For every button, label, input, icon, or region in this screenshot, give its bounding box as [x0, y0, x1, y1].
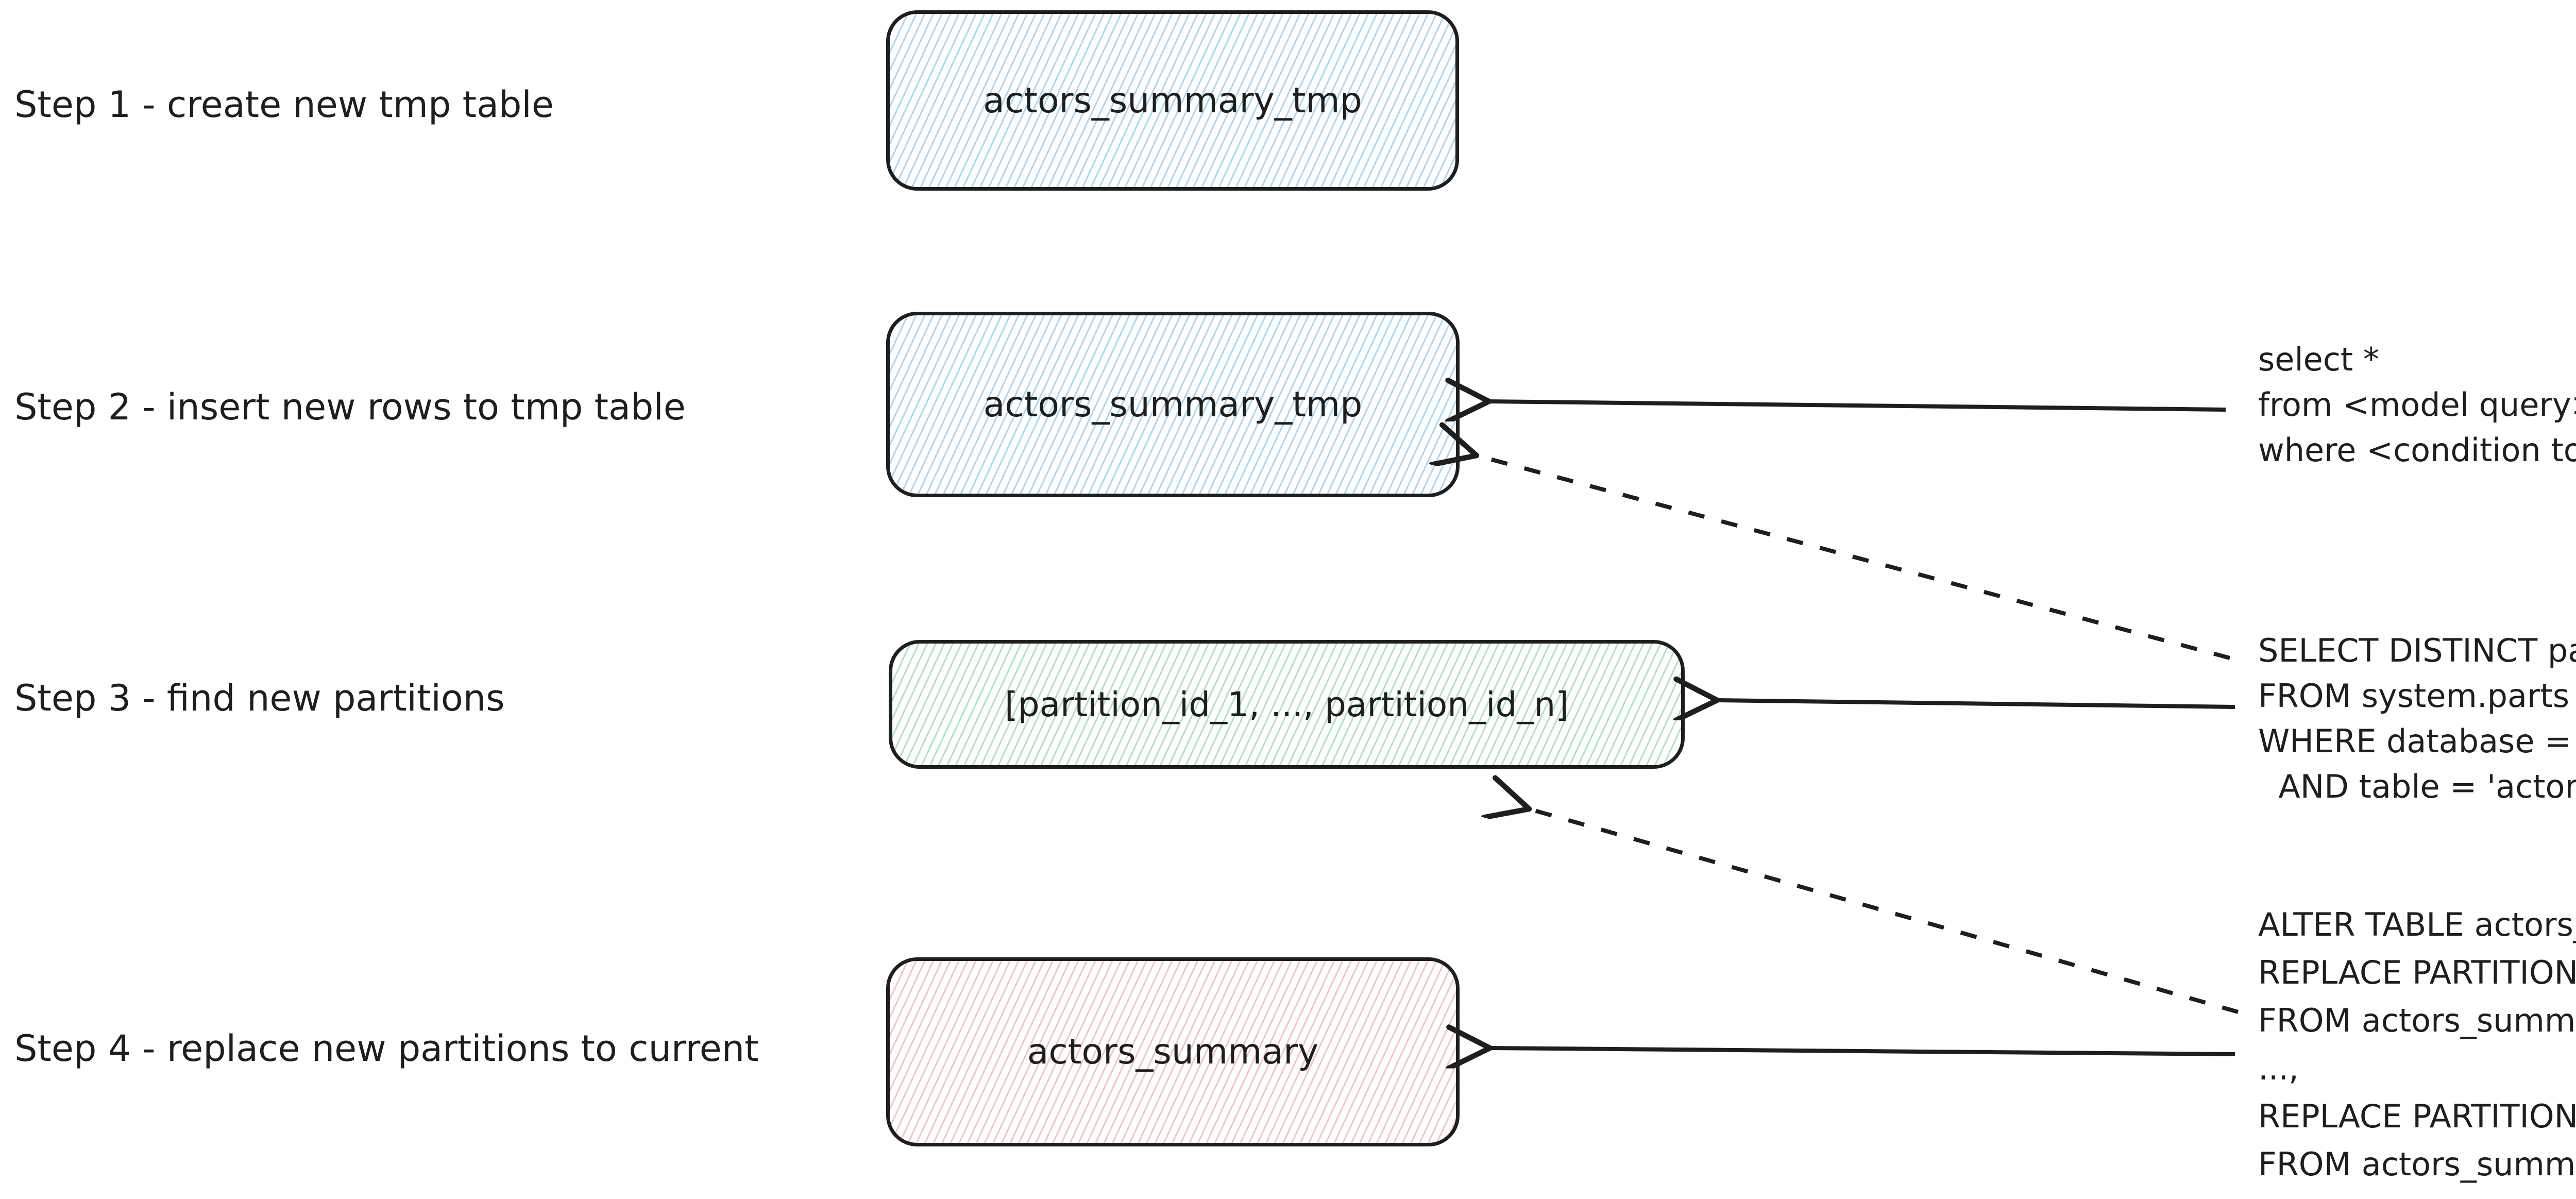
tmp-table-node-step1: actors_summary_tmp	[886, 10, 1459, 191]
step-2-label: Step 2 - insert new rows to tmp table	[14, 386, 686, 428]
sql-line: where <condition to identify new>	[2258, 431, 2576, 469]
sql-line: ...,	[2258, 1050, 2299, 1087]
sql-line: WHERE database = <database>	[2258, 722, 2572, 760]
sql-line: SELECT DISTINCT partition_id	[2258, 632, 2576, 669]
tmp-table-node-step2: actors_summary_tmp	[886, 312, 1460, 497]
sql-line: REPLACE PARTITION partition_id_1	[2258, 954, 2576, 991]
step-1-label: Step 1 - create new tmp table	[14, 83, 554, 126]
sql-line: from <model query>	[2258, 386, 2576, 424]
sql-line: FROM actors_summary_tmp,	[2258, 1145, 2576, 1183]
sql-line: FROM actors_summary_tmp,	[2258, 1002, 2576, 1039]
arrow-sql-to-tmp-table	[1489, 401, 2226, 410]
partitions-sql-text: SELECT DISTINCT partition_id FROM system…	[2258, 628, 2576, 809]
dashed-arrow-replace-sql-to-partitions-list	[1529, 809, 2239, 1014]
insert-sql-text: select * from <model query> where <condi…	[2258, 337, 2576, 473]
sql-line: AND table = 'actors_summary_tmp'	[2278, 768, 2576, 805]
current-table-node: actors_summary	[886, 957, 1460, 1146]
dashed-arrow-partitions-sql-to-tmp-table	[1477, 455, 2231, 660]
sql-line: ALTER TABLE actors_summary	[2258, 906, 2576, 943]
partitions-list-node: [partition_id_1, ..., partition_id_n]	[889, 640, 1685, 769]
arrow-sql-to-current-table	[1490, 1048, 2235, 1054]
step-3-label: Step 3 - find new partitions	[14, 677, 505, 719]
node-label: actors_summary_tmp	[983, 384, 1363, 425]
sql-line: FROM system.parts	[2258, 677, 2570, 715]
step-4-label: Step 4 - replace new partitions to curre…	[14, 1027, 759, 1070]
sql-line: REPLACE PARTITION partition_id_n	[2258, 1097, 2576, 1135]
node-label: [partition_id_1, ..., partition_id_n]	[1005, 684, 1569, 724]
node-label: actors_summary	[1027, 1032, 1319, 1072]
sql-line: select *	[2258, 341, 2379, 378]
node-label: actors_summary_tmp	[983, 80, 1362, 121]
arrow-sql-to-partitions-list	[1717, 700, 2235, 707]
replace-sql-text: ALTER TABLE actors_summary REPLACE PARTI…	[2258, 901, 2576, 1188]
